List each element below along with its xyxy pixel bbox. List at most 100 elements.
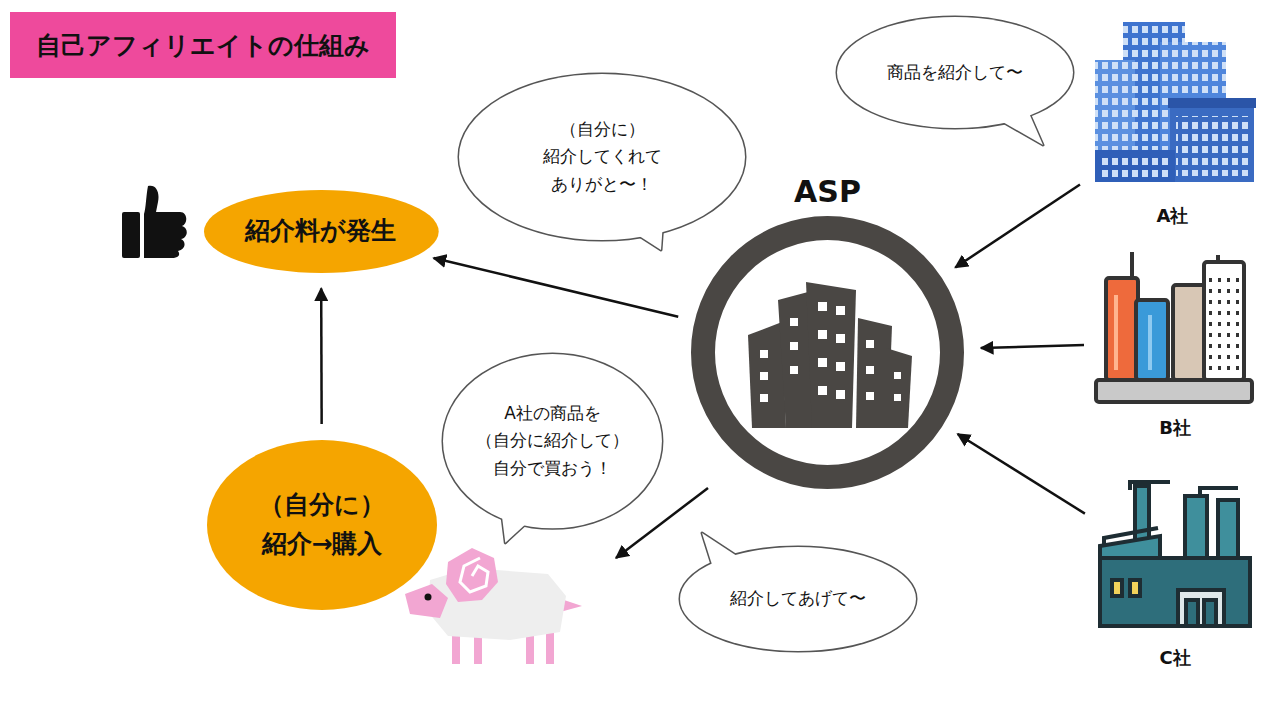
- sheep-illustration-part: [460, 558, 488, 592]
- bubble-outline-part: [702, 533, 740, 571]
- asp-buildings-icon-part: [760, 302, 901, 402]
- factory-icon: [1100, 482, 1250, 626]
- bubble-outline-part: [443, 354, 662, 528]
- factory-icon-part: [1178, 590, 1224, 626]
- bubble-outline-part: [1001, 113, 1043, 145]
- city-towers-icon-part: [1148, 315, 1152, 370]
- arrow-connector: [320, 288, 323, 424]
- factory-icon-part: [1104, 528, 1158, 546]
- thumbs-up-icon-part: [144, 186, 187, 258]
- title-banner: 自己アフィリエイトの仕組み: [10, 12, 396, 78]
- asp-buildings-icon-part-part: [894, 372, 901, 379]
- node-text: （自分に） 紹介してくれて ありがと〜！: [543, 116, 662, 198]
- factory-icon-part: [1100, 558, 1250, 626]
- asp-buildings-icon-part-part: [818, 330, 827, 339]
- factory-icon-part: [1200, 488, 1238, 494]
- city-towers-icon-part: [1136, 300, 1168, 380]
- ellipse-shape-part: [204, 190, 439, 273]
- asp-circle: ASP: [690, 172, 965, 490]
- node-text: （自分に） 紹介→購入: [259, 486, 385, 564]
- asp-buildings-icon-part-part: [836, 362, 845, 371]
- sheep-illustration-part: [446, 548, 498, 602]
- bubble-outline-part: [459, 74, 745, 240]
- asp-buildings-icon: [748, 282, 912, 428]
- asp-buildings-icon-part-part: [836, 306, 845, 315]
- asp-buildings-icon-part-part: [790, 366, 798, 374]
- asp-buildings-icon-part-part: [790, 318, 798, 326]
- thumbs-up-icon: [122, 186, 187, 258]
- asp-label: ASP: [794, 172, 861, 212]
- factory-icon-part: [1185, 496, 1207, 566]
- asp-buildings-icon-part-part: [760, 350, 768, 358]
- factory-icon-part: [1186, 600, 1198, 626]
- company-a: A社: [1085, 18, 1260, 228]
- asp-buildings-icon-part-part: [866, 340, 874, 348]
- node-text: 商品を紹介して〜: [887, 59, 1023, 86]
- asp-buildings-icon-part-part: [866, 366, 874, 374]
- bubble-outline-part: [501, 509, 530, 542]
- sheep-illustration-part: [405, 584, 448, 618]
- sheep-illustration: [405, 548, 582, 664]
- asp-buildings-icon-part-part: [760, 394, 768, 402]
- office-building-icon-part: [1168, 98, 1256, 108]
- purchase-ellipse: （自分に） 紹介→購入: [207, 440, 437, 610]
- asp-buildings-icon-part-part: [818, 302, 827, 311]
- title-text: 自己アフィリエイトの仕組み: [36, 29, 370, 62]
- city-towers-icon-part: [1208, 272, 1240, 372]
- office-building-icon: [1095, 22, 1256, 182]
- asp-ring-part: [703, 228, 952, 477]
- node-text: 紹介料が発生: [245, 212, 396, 251]
- city-towers-icon-part: [1096, 380, 1252, 402]
- node-text: 紹介してあげて〜: [730, 585, 866, 612]
- node-text: A社の商品を （自分に紹介して） 自分で買おう！: [476, 400, 629, 482]
- office-building-icon-part: [1102, 156, 1168, 178]
- asp-buildings-icon-part: [886, 348, 912, 428]
- office-building-icon-part: [1176, 116, 1248, 176]
- asp-buildings-icon-part: [748, 322, 786, 428]
- asp-buildings-icon-part-part: [866, 392, 874, 400]
- speech-bubble: 商品を紹介して〜: [835, 15, 1075, 130]
- city-towers-icon-part: [1204, 262, 1244, 380]
- fee-ellipse: 紹介料が発生: [204, 190, 439, 273]
- asp-buildings-icon-part-part: [818, 386, 827, 395]
- sheep-illustration-part: [425, 594, 432, 601]
- city-towers-icon-part: [1106, 278, 1138, 380]
- arrow-connector: [981, 345, 1084, 348]
- asp-buildings-icon-part-part: [760, 372, 768, 380]
- office-building-icon-part: [1095, 150, 1175, 182]
- bubble-outline-part: [837, 17, 1073, 128]
- company-label: C社: [1159, 646, 1190, 670]
- factory-icon-part: [1204, 600, 1216, 626]
- asp-buildings-icon-part: [806, 282, 856, 428]
- bubble-outline-part: [443, 354, 662, 528]
- speech-bubble: （自分に） 紹介してくれて ありがと〜！: [457, 72, 747, 242]
- company-c: C社: [1090, 470, 1260, 670]
- arrow-connector: [958, 434, 1085, 514]
- asp-buildings-icon-part-part: [836, 390, 845, 399]
- company-b: B社: [1090, 245, 1260, 440]
- arrow-connector: [434, 258, 679, 317]
- asp-ring: [690, 215, 965, 490]
- asp-buildings-icon-part-part: [894, 394, 901, 401]
- factory-icon-part: [1218, 500, 1238, 560]
- asp-buildings-icon-part-part: [790, 342, 798, 350]
- bubble-outline-part: [633, 222, 663, 250]
- arrow-connector: [955, 185, 1080, 268]
- company-label: A社: [1157, 204, 1189, 228]
- city-towers-icon-part: [1114, 295, 1118, 370]
- bubble-outline-part: [459, 74, 745, 240]
- asp-ring-box: [690, 215, 965, 490]
- thumbs-up-icon-part: [122, 212, 140, 258]
- speech-bubble: 紹介してあげて〜: [678, 545, 918, 653]
- ellipse-shape: [207, 440, 437, 610]
- office-building-icon-part: [1170, 100, 1254, 182]
- city-towers-icon-part: [1130, 252, 1134, 278]
- asp-buildings-icon-part-part: [818, 358, 827, 367]
- ellipse-shape-part: [207, 440, 437, 610]
- asp-buildings-icon-part-part: [836, 334, 845, 343]
- bubble-outline-part: [837, 17, 1073, 128]
- speech-bubble: A社の商品を （自分に紹介して） 自分で買おう！: [441, 352, 664, 530]
- city-towers-icon: [1096, 252, 1252, 402]
- factory-icon-part: [1112, 580, 1122, 596]
